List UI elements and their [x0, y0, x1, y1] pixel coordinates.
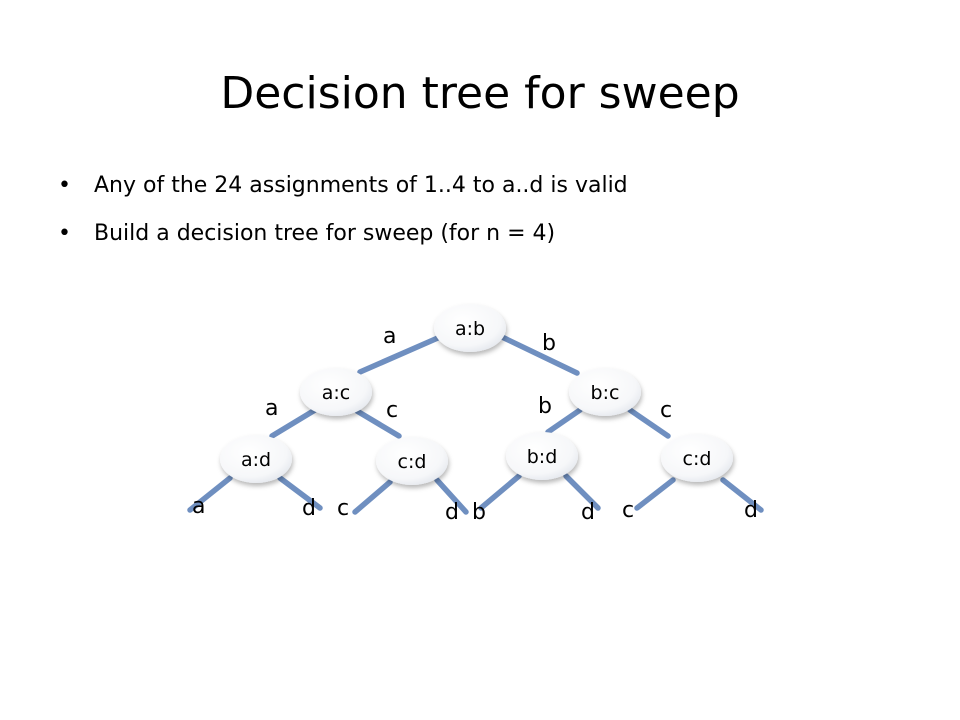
tree-node-cd-left: c:d [376, 437, 448, 485]
edge-ac-ad [269, 407, 318, 439]
edge-bc-bd [545, 407, 583, 435]
edge-label-ac-ad: a [265, 396, 278, 421]
edge-bc-cd2 [627, 407, 671, 439]
edge-label-cd2-left: c [622, 498, 634, 523]
node-label: a:d [241, 449, 271, 471]
bullet-list: Any of the 24 assignments of 1..4 to a..… [58, 172, 628, 268]
edge-root-bc [499, 334, 580, 376]
tree-edges [187, 334, 764, 515]
edge-label-ac-cd1: c [386, 398, 398, 423]
edge-label-ad-left: a [192, 494, 205, 519]
node-label: c:d [683, 448, 712, 470]
edge-label-bc-cd2: c [660, 398, 672, 423]
edge-bd-left [478, 473, 522, 511]
edge-cd2-left [634, 477, 676, 511]
edge-labels: a b a c b c a d c d b d c d [192, 324, 758, 525]
edge-ad-left [187, 475, 233, 513]
bullet-item: Build a decision tree for sweep (for n =… [58, 220, 628, 248]
edge-label-cd1-left: c [337, 496, 349, 521]
edge-cd1-left [352, 479, 393, 515]
tree-node-cd-right: c:d [661, 434, 733, 482]
edge-ad-right [277, 475, 323, 511]
edge-label-root-bc: b [542, 331, 556, 356]
tree-node-ac: a:c [300, 368, 372, 416]
edge-label-bd-left: b [472, 500, 486, 525]
edge-label-cd1-right: d [445, 500, 459, 525]
tree-node-bc: b:c [569, 368, 641, 416]
tree-node-ad: a:d [220, 435, 292, 483]
edge-label-bc-bd: b [538, 394, 552, 419]
edge-ac-cd1 [354, 408, 402, 439]
node-label: b:c [591, 382, 620, 404]
edge-root-ac [357, 334, 443, 375]
edge-label-ad-right: d [302, 496, 316, 521]
tree-node-bd: b:d [506, 432, 578, 480]
edge-cd2-right [720, 477, 764, 513]
edge-label-root-ac: a [383, 324, 396, 349]
edge-label-bd-right: d [581, 500, 595, 525]
edge-label-cd2-right: d [744, 498, 758, 523]
edge-cd1-right [434, 477, 469, 515]
node-label: b:d [527, 446, 558, 468]
edge-bd-right [563, 473, 601, 511]
node-label: c:d [398, 451, 427, 473]
node-label: a:c [322, 382, 351, 404]
bullet-item: Any of the 24 assignments of 1..4 to a..… [58, 172, 628, 200]
slide-title: Decision tree for sweep [220, 68, 740, 119]
node-label: a:b [455, 318, 485, 340]
tree-node-root: a:b [434, 304, 506, 352]
